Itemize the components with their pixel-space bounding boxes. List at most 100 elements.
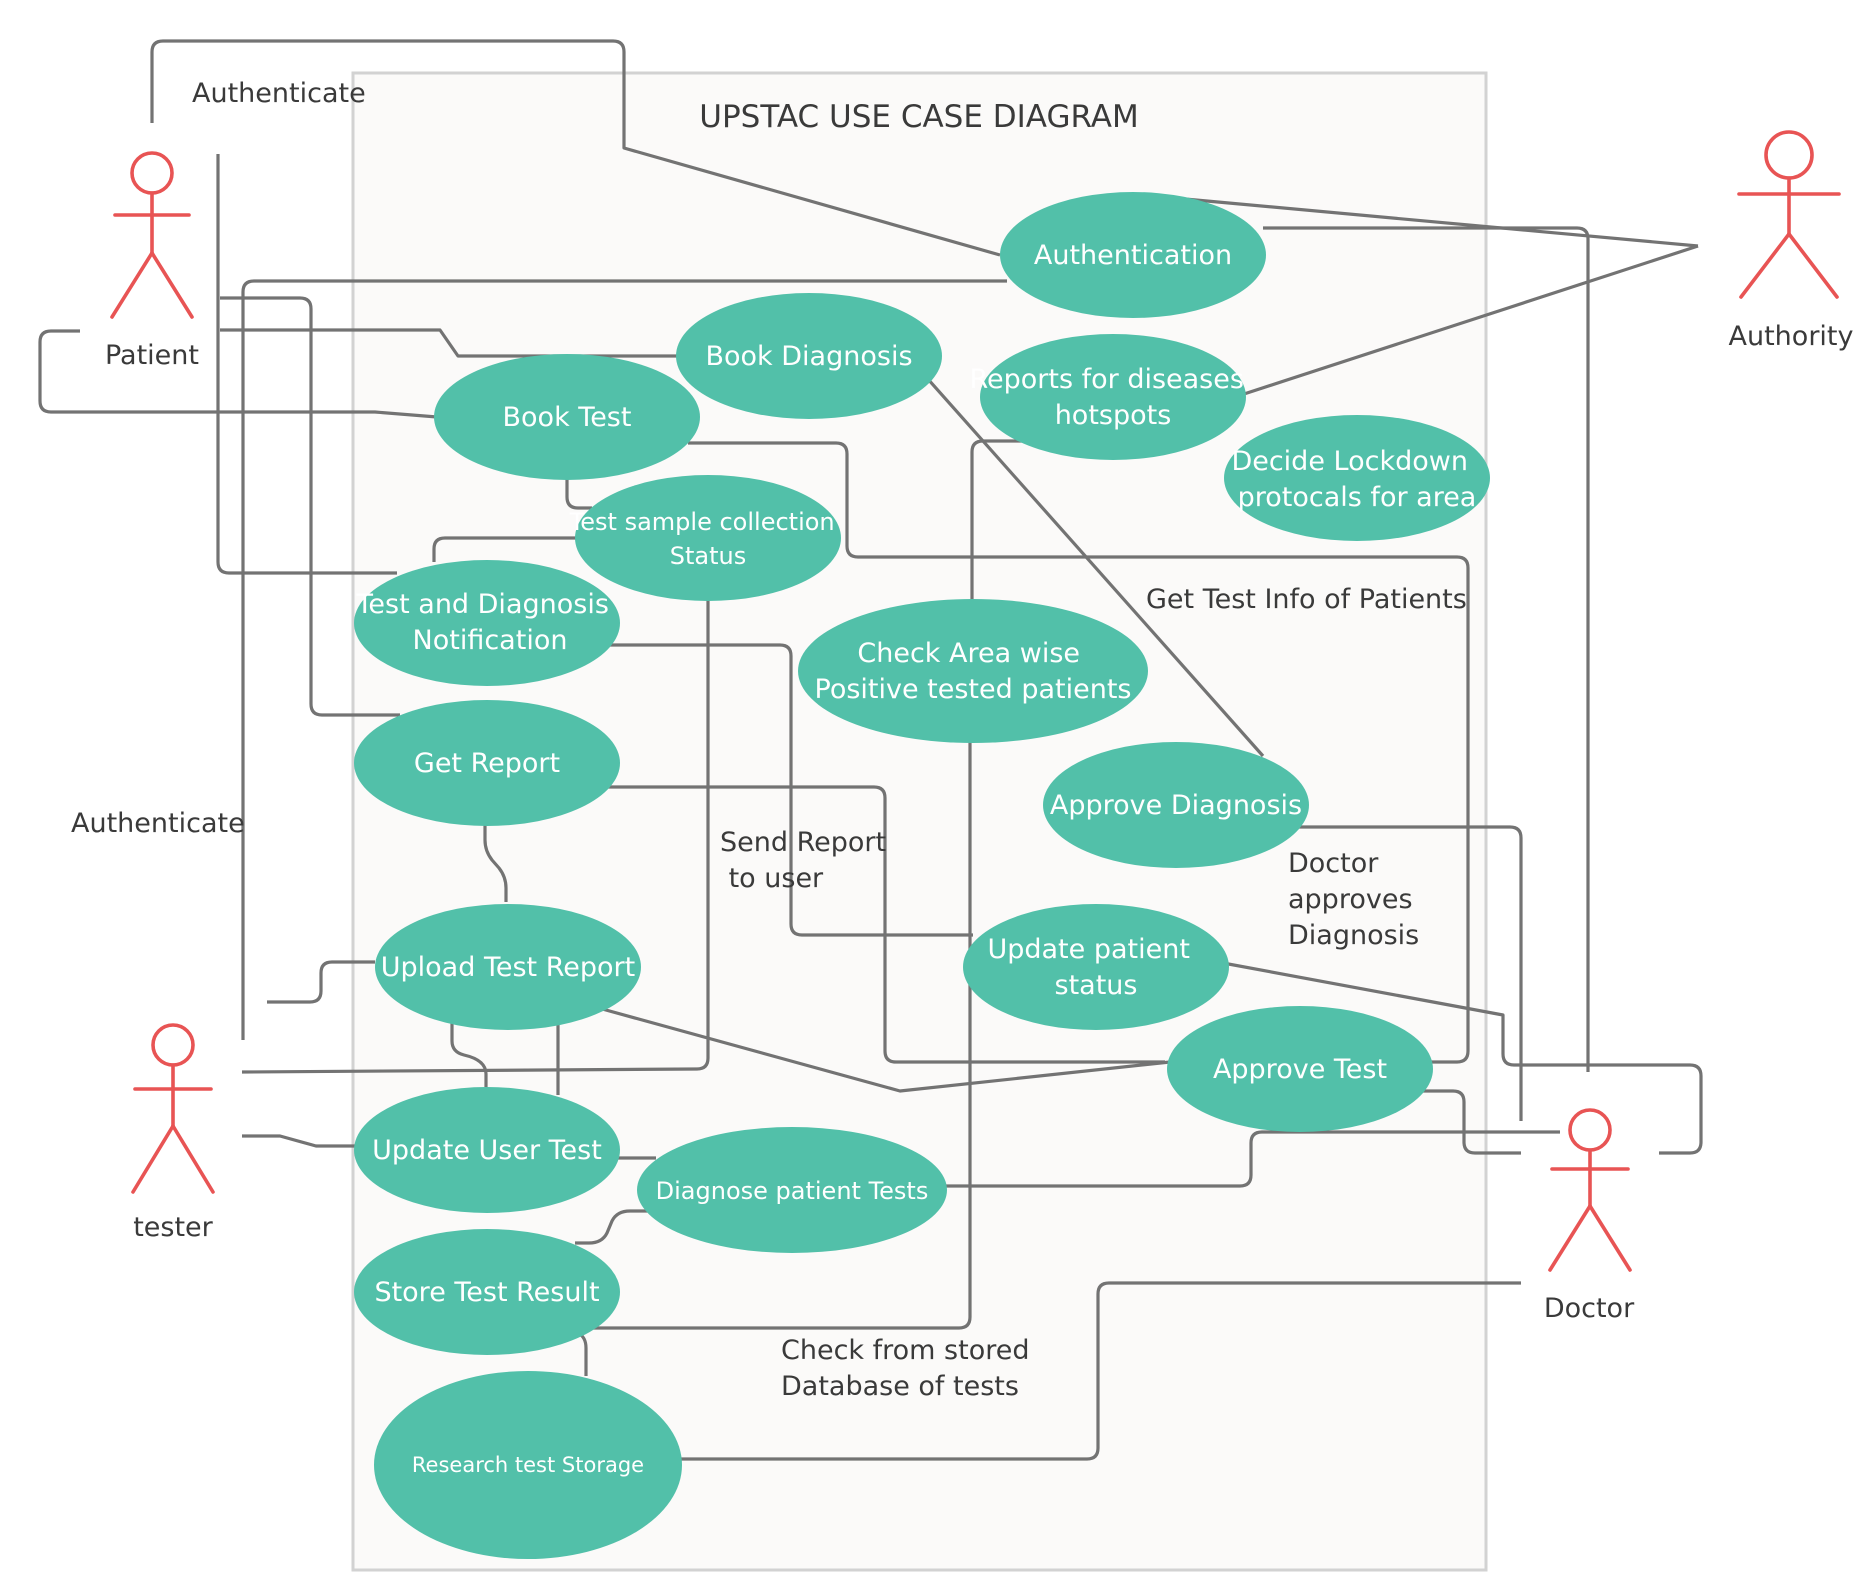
- connector-upload-update-user-test: [450, 1023, 488, 1087]
- actor-doctor[interactable]: Doctor: [1544, 1108, 1635, 1324]
- actor-tester[interactable]: tester: [131, 1023, 215, 1243]
- svg-text:Update patient status: Update patient status: [987, 934, 1198, 1001]
- use-case-store-test-result[interactable]: Store Test Result: [354, 1229, 620, 1355]
- stick-figure-icon: [1548, 1108, 1632, 1272]
- use-case-upload-test-report[interactable]: Upload Test Report: [375, 904, 641, 1030]
- use-case-decide-lockdown[interactable]: Decide Lockdown protocals for area: [1224, 415, 1490, 541]
- use-case-label: Status: [670, 542, 746, 570]
- svg-text:Check from stored Databa: Check from stored Database of tests: [781, 1335, 1038, 1402]
- use-cases: Authentication Book Diagnosis Reports fo…: [354, 192, 1490, 1559]
- use-case-label: Get Report: [414, 748, 560, 779]
- connector-patient-authentication: [150, 39, 1001, 257]
- connector-upload-approve-test: [594, 1005, 1171, 1093]
- svg-text:Test and Diagnosis Not: Test and Diagnosis Notification: [356, 589, 618, 656]
- stick-figure-icon: [1737, 130, 1841, 299]
- use-case-diagnose-patient-tests[interactable]: Diagnose patient Tests: [637, 1127, 947, 1253]
- connector-authority-hotspots: [1243, 244, 1699, 396]
- svg-text:Test sample collection: Test sample collection Status: [569, 508, 843, 570]
- use-case-label: Positive tested patients: [815, 674, 1132, 705]
- annotation-check-stored-line: Database of tests: [781, 1371, 1019, 1402]
- connector-notification-update-status: [600, 643, 973, 937]
- connector-patient-book-test: [38, 329, 438, 419]
- annotations: Authenticate Authenticate Get Test Info …: [71, 78, 1467, 1402]
- use-case-label: Decide Lockdown: [1231, 446, 1468, 477]
- connector-update-status-doctor: [1222, 961, 1703, 1155]
- use-case-approve-test[interactable]: Approve Test: [1167, 1006, 1433, 1132]
- use-case-label: Diagnose patient Tests: [656, 1177, 929, 1205]
- use-case-label: Upload Test Report: [381, 952, 635, 983]
- use-case-label: Book Diagnosis: [705, 341, 912, 372]
- use-case-check-area-wise[interactable]: Check Area wise Positive tested patients: [798, 599, 1148, 743]
- actor-label: tester: [133, 1212, 213, 1243]
- connectors: [38, 39, 1703, 1461]
- svg-text:Upload Test Report: Upload Test Report: [381, 952, 635, 983]
- use-case-label: Update patient: [987, 934, 1189, 965]
- svg-text:Reports for diseases h: Reports for diseases hotspots: [969, 364, 1252, 431]
- use-case-reports-hotspots[interactable]: Reports for diseases hotspots: [969, 334, 1252, 460]
- use-case-test-diag-notification[interactable]: Test and Diagnosis Notification: [354, 560, 620, 686]
- annotation-send-report-line: to user: [720, 863, 824, 894]
- svg-text:Authenticate: Authenticate: [71, 808, 245, 839]
- connector-sample-status-notification: [432, 536, 576, 562]
- use-case-label: Approve Diagnosis: [1050, 790, 1302, 821]
- connector-diagnose-doctor: [940, 1130, 1560, 1188]
- connector-get-report-approve-test: [600, 785, 1165, 1064]
- annotation-send-report-line: Send Report: [720, 827, 886, 858]
- use-case-authentication[interactable]: Authentication: [1000, 192, 1266, 318]
- use-case-label: Update User Test: [372, 1135, 602, 1166]
- connector-diagnose-store-result: [575, 1209, 651, 1245]
- use-case-test-sample-status[interactable]: Test sample collection Status: [569, 475, 843, 601]
- svg-text:Approve Diagnosis: Approve Diagnosis: [1050, 790, 1302, 821]
- use-case-book-test[interactable]: Book Test: [434, 354, 700, 480]
- use-case-label: Authentication: [1034, 240, 1232, 271]
- svg-text:Store Test Result: Store Test Result: [374, 1277, 599, 1308]
- connector-research-doctor: [678, 1281, 1521, 1461]
- svg-text:Research test Storage: Research test Storage: [412, 1453, 644, 1477]
- use-case-label: Test and Diagnosis: [356, 589, 609, 620]
- connector-tester-update-user-test: [242, 1134, 355, 1148]
- svg-text:Authentication: Authentication: [1034, 240, 1232, 271]
- stick-figure-icon: [110, 151, 194, 319]
- use-case-update-user-test[interactable]: Update User Test: [354, 1087, 620, 1213]
- use-case-approve-diagnosis[interactable]: Approve Diagnosis: [1043, 742, 1309, 868]
- annotation-doctor-approves-line: approves: [1288, 884, 1413, 915]
- svg-text:Update User Test: Update User Test: [372, 1135, 602, 1166]
- connector-approve-diagnosis-doctor: [1292, 825, 1523, 1121]
- annotation-check-stored-line: Check from stored: [781, 1335, 1029, 1366]
- stick-figure-icon: [131, 1023, 215, 1194]
- annotation-authenticate-top: Authenticate: [192, 78, 366, 109]
- use-case-label: Store Test Result: [374, 1277, 599, 1308]
- use-case-update-patient-status[interactable]: Update patient status: [963, 904, 1229, 1030]
- use-case-label: Reports for diseases: [969, 364, 1243, 395]
- connector-hotspots-store-result: [970, 439, 1025, 600]
- svg-text:Get Report: Get Report: [414, 748, 560, 779]
- connector-get-report-upload: [483, 823, 508, 902]
- actor-patient[interactable]: Patient: [105, 151, 199, 371]
- connector-tester-upload: [267, 960, 375, 1004]
- connector-patient-get-report: [220, 296, 400, 717]
- annotation-doctor-approves-line: Doctor: [1288, 848, 1379, 879]
- actor-label: Authority: [1729, 321, 1854, 352]
- use-case-label: Notification: [413, 625, 568, 656]
- svg-text:Book Test: Book Test: [503, 402, 632, 433]
- annotation-get-test-info: Get Test Info of Patients: [1146, 584, 1467, 615]
- actor-authority[interactable]: Authority: [1729, 130, 1854, 352]
- use-case-label: hotspots: [1055, 400, 1172, 431]
- use-case-book-diagnosis[interactable]: Book Diagnosis: [676, 293, 942, 419]
- use-case-label: Book Test: [503, 402, 632, 433]
- connector-patient-notification: [216, 154, 397, 575]
- svg-text:Check Area wise Positi: Check Area wise Positive tested patients: [815, 638, 1132, 705]
- svg-text:Get Test Info of Patients: Get Test Info of Patients: [1146, 584, 1467, 615]
- use-case-label: Research test Storage: [412, 1453, 644, 1477]
- connector-book-test-sample-status: [565, 478, 592, 510]
- connector-sample-status-tester: [241, 598, 710, 1074]
- actor-label: Patient: [105, 340, 199, 371]
- svg-text:Diagnose patient Tests: Diagnose patient Tests: [656, 1177, 929, 1205]
- connector-authentication-doctor: [1263, 226, 1590, 1072]
- use-case-label: Approve Test: [1213, 1054, 1387, 1085]
- use-case-get-report[interactable]: Get Report: [354, 700, 620, 826]
- connector-authority-authentication: [1184, 197, 1699, 248]
- use-case-research-test-storage[interactable]: Research test Storage: [374, 1371, 682, 1559]
- connector-approve-test-doctor: [1416, 1089, 1521, 1155]
